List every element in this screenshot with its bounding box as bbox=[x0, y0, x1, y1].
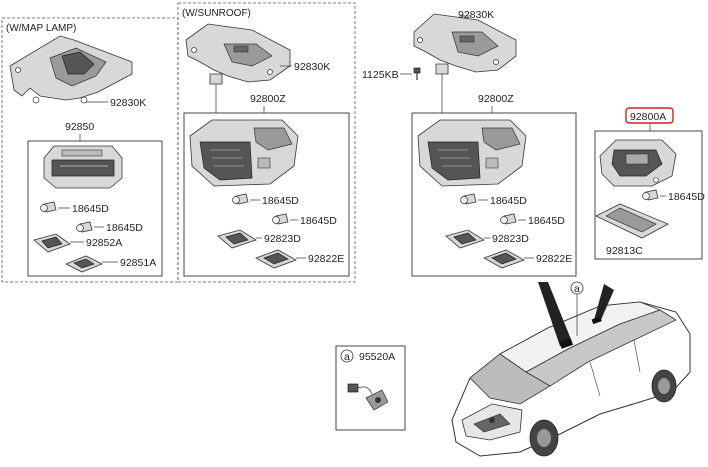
bulb-icon bbox=[460, 193, 477, 205]
sunroof-assembly-box bbox=[183, 112, 350, 277]
vehicle-illustration bbox=[451, 301, 691, 457]
label-92800z-console: 92800Z bbox=[478, 93, 514, 105]
room-lamp-unit bbox=[599, 139, 677, 187]
label-92800z-sunroof: 92800Z bbox=[250, 93, 286, 105]
callout-a-circle bbox=[340, 349, 354, 363]
screw-1125kb bbox=[413, 67, 421, 80]
label-18645d-map-2: 18645D bbox=[106, 222, 143, 234]
callout-a-letter-vehicle: a bbox=[574, 283, 580, 295]
label-92850: 92850 bbox=[65, 121, 94, 133]
bulb-icon bbox=[642, 189, 659, 201]
console-lamp-unit bbox=[417, 119, 527, 187]
map-lamp-group-title: (W/MAP LAMP) bbox=[6, 23, 76, 34]
bracket-92830k-sunroof bbox=[185, 23, 291, 85]
room-lamp-assembly-box bbox=[594, 130, 703, 260]
lens-92822e-sunroof bbox=[255, 249, 297, 269]
label-92800a: 92800A bbox=[630, 111, 666, 123]
label-18645d-room: 18645D bbox=[668, 191, 705, 203]
lens-92823d-console bbox=[445, 229, 485, 249]
harness-connector bbox=[347, 383, 389, 411]
label-95520a: 95520A bbox=[359, 351, 395, 363]
highlight-92800a bbox=[625, 107, 674, 124]
bulb-icon bbox=[272, 213, 289, 225]
lens-92851a bbox=[65, 255, 103, 273]
label-92830k-sunroof: 92830K bbox=[294, 61, 330, 73]
console-assembly-box bbox=[411, 112, 577, 277]
label-92822e-console: 92822E bbox=[536, 253, 572, 265]
harness-box bbox=[335, 345, 406, 431]
label-92830k-map: 92830K bbox=[110, 97, 146, 109]
bulb-icon bbox=[40, 201, 57, 213]
label-92813c: 92813C bbox=[606, 245, 643, 257]
sunroof-lamp-unit bbox=[189, 119, 299, 187]
location-pointer-map-lamp bbox=[538, 282, 574, 349]
bracket-92830k-console bbox=[413, 13, 517, 75]
label-92851a: 92851A bbox=[120, 257, 156, 269]
lens-92823d-sunroof bbox=[217, 229, 257, 249]
label-18645d-sunroof-1: 18645D bbox=[262, 195, 299, 207]
map-lamp-unit bbox=[43, 145, 123, 189]
label-18645d-console-1: 18645D bbox=[490, 195, 527, 207]
label-18645d-console-2: 18645D bbox=[528, 215, 565, 227]
location-pointer-room-lamp bbox=[591, 284, 614, 325]
bulb-icon bbox=[232, 193, 249, 205]
bulb-icon bbox=[500, 213, 517, 225]
label-92823d-console: 92823D bbox=[492, 233, 529, 245]
bracket-92830k-map bbox=[9, 35, 133, 104]
lens-92822e-console bbox=[483, 249, 525, 269]
sunroof-group-outline bbox=[177, 2, 356, 283]
label-18645d-map-1: 18645D bbox=[72, 203, 109, 215]
label-18645d-sunroof-2: 18645D bbox=[300, 215, 337, 227]
label-92852a: 92852A bbox=[86, 237, 122, 249]
label-92822e-sunroof: 92822E bbox=[308, 253, 344, 265]
lens-92852a bbox=[33, 233, 71, 253]
label-92830k-console: 92830K bbox=[458, 9, 494, 21]
label-92823d-sunroof: 92823D bbox=[264, 233, 301, 245]
sunroof-group-title: (W/SUNROOF) bbox=[182, 8, 251, 19]
map-lamp-assembly-box bbox=[27, 140, 163, 277]
label-1125kb: 1125KB bbox=[362, 69, 399, 81]
lens-92813c bbox=[595, 203, 669, 239]
bulb-icon bbox=[76, 221, 93, 233]
callout-a-letter: a bbox=[344, 351, 350, 363]
